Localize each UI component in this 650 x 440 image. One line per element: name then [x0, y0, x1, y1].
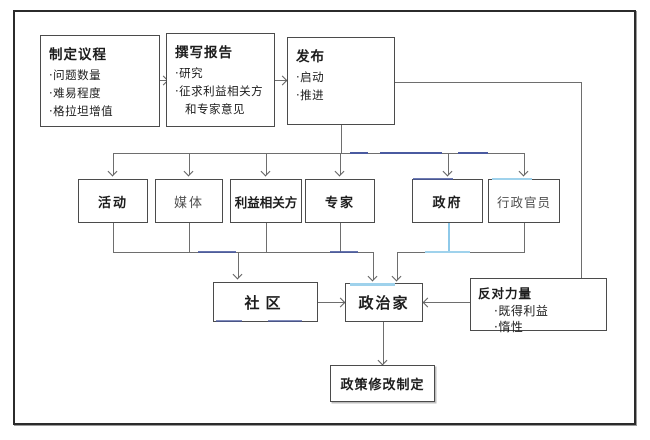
drop-politicians-left: [373, 252, 374, 280]
box-agenda-bullet-3: ·格拉坦增值: [49, 104, 114, 118]
drop-activities: [113, 153, 114, 175]
stub-officials: [524, 223, 525, 252]
connector-publish-distribution: [341, 125, 342, 153]
box-community-label: 社区: [244, 293, 287, 312]
box-experts: 专家: [305, 179, 375, 223]
connector-agenda-report: [160, 80, 168, 81]
drop-experts: [340, 153, 341, 175]
box-politicians: 政治家: [345, 283, 423, 322]
stub-stakeholders: [266, 223, 267, 252]
box-media: 媒体: [155, 179, 223, 223]
politicians-border-lightblue-accent: [350, 283, 395, 286]
left-collector-blue-accent-2: [330, 251, 358, 253]
drop-stakeholders: [266, 153, 267, 175]
box-government: 政府: [412, 179, 483, 223]
box-agenda-bullet-1: ·问题数量: [49, 68, 102, 82]
box-agenda: 制定议程 ·问题数量 ·难易程度 ·格拉坦增值: [40, 35, 160, 127]
box-opposition-bullet-1: ·既得利益: [494, 304, 549, 318]
box-experts-label: 专家: [324, 195, 355, 211]
connector-community-politicians: [318, 302, 345, 303]
stub-experts: [340, 223, 341, 252]
connector-publish-rail-horizontal: [395, 82, 582, 83]
box-opposition-bullet-2: ·惰性: [494, 320, 524, 334]
connector-opposition-politicians: [423, 302, 470, 303]
box-stakeholders: 利益相关方: [230, 179, 302, 223]
distribution-line-blue-accent-1: [350, 152, 368, 154]
connector-publish-opposition-vertical: [581, 82, 582, 278]
stub-activities: [113, 223, 114, 252]
left-collector-line: [113, 252, 374, 253]
government-border-blue-accent: [413, 178, 453, 180]
box-report-title: 撰写报告: [175, 45, 233, 61]
box-report-bullet-1: ·研究: [175, 66, 204, 80]
drop-community: [238, 252, 239, 278]
stub-media: [189, 223, 190, 252]
right-collector-lightblue-accent: [425, 251, 470, 253]
box-publish-bullet-1: ·启动: [296, 70, 325, 84]
box-publish-title: 发布: [296, 49, 325, 65]
box-media-label: 媒体: [173, 195, 204, 211]
box-activities: 活动: [78, 179, 148, 223]
distribution-line-blue-accent-3: [458, 152, 488, 154]
diagram-border: [13, 10, 636, 425]
community-border-blue-accent-1: [216, 320, 242, 322]
connector-report-publish: [275, 80, 287, 81]
drop-media: [189, 153, 190, 175]
box-stakeholders-label: 利益相关方: [234, 194, 298, 210]
box-government-label: 政府: [432, 195, 463, 211]
box-officials: 行政官员: [488, 179, 560, 223]
distribution-line-blue-accent-2: [380, 152, 442, 154]
box-opposition-title: 反对力量: [478, 286, 533, 301]
left-collector-blue-accent-1: [198, 251, 236, 253]
drop-government: [448, 153, 449, 175]
drop-officials: [524, 153, 525, 175]
box-report-bullet-2: ·征求利益相关方: [175, 84, 264, 98]
community-border-blue-accent-2: [268, 320, 302, 322]
officials-border-lightblue-accent: [492, 178, 532, 180]
box-politicians-label: 政治家: [358, 294, 410, 312]
box-activities-label: 活动: [97, 195, 128, 211]
stub-government-lightblue: [448, 223, 450, 252]
box-publish: 发布 ·启动 ·推进: [287, 37, 395, 125]
box-outcome-label: 政策修改制定: [340, 378, 425, 393]
box-outcome: 政策修改制定: [330, 365, 435, 402]
box-report: 撰写报告 ·研究 ·征求利益相关方 和专家意见: [166, 33, 275, 127]
box-opposition: 反对力量 ·既得利益 ·惰性: [470, 278, 607, 334]
connector-politicians-outcome: [383, 322, 384, 364]
distribution-line: [113, 153, 525, 154]
box-publish-bullet-2: ·推进: [296, 88, 325, 102]
box-community: 社区: [213, 282, 318, 322]
box-agenda-bullet-2: ·难易程度: [49, 86, 102, 100]
box-report-bullet-2-cont: 和专家意见: [185, 102, 245, 116]
box-agenda-title: 制定议程: [49, 47, 107, 63]
box-officials-label: 行政官员: [496, 194, 551, 210]
drop-politicians-right: [397, 252, 398, 280]
